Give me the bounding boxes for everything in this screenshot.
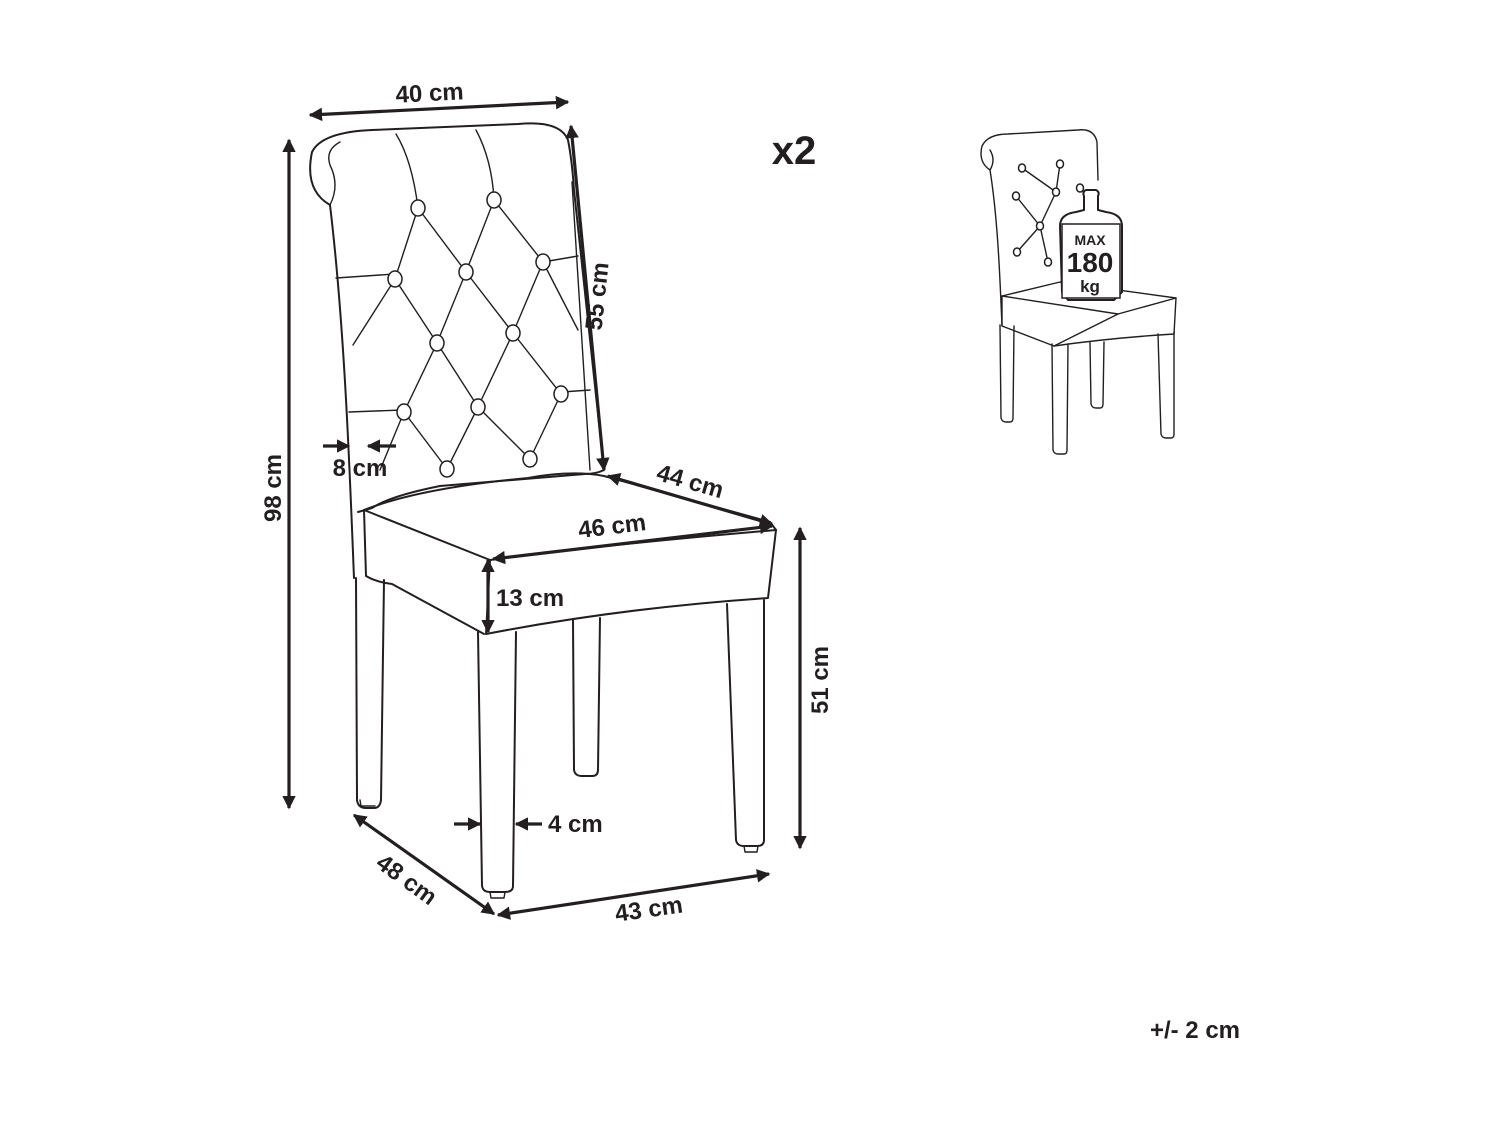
load-capacity-illustration: MAX 180 kg <box>980 129 1177 455</box>
back-left-leg <box>355 577 385 809</box>
seat-width-label: 46 cm <box>577 509 648 544</box>
base-depth-label: 48 cm <box>371 849 442 911</box>
small-chair <box>980 129 1177 455</box>
tufting-buttons <box>387 191 569 478</box>
base-depth-arrow <box>352 813 496 916</box>
back-height-label: 55 cm <box>581 261 615 332</box>
load-badge-max: MAX <box>1074 232 1106 248</box>
seat-width-arrow <box>491 520 774 565</box>
back-width-label: 40 cm <box>395 78 464 109</box>
seat-depth-label: 44 cm <box>654 459 727 504</box>
main-chair-illustration <box>309 122 777 899</box>
total-height-label: 98 cm <box>260 454 287 522</box>
weight-jug-icon <box>1059 189 1123 301</box>
back-right-leg <box>572 617 601 777</box>
back-thickness-label: 8 cm <box>333 455 388 482</box>
front-left-leg <box>477 631 517 899</box>
seat-depth-arrow <box>606 472 774 528</box>
seat-height-label: 51 cm <box>807 646 834 714</box>
quantity-label: x2 <box>772 129 817 173</box>
load-badge-unit: kg <box>1080 277 1100 296</box>
tolerance-note: +/- 2 cm <box>1150 1017 1240 1044</box>
back-height-arrow <box>565 124 610 472</box>
dimension-arrows <box>282 95 807 920</box>
seat-thickness-label: 13 cm <box>496 585 564 612</box>
leg-width-label: 4 cm <box>548 811 603 838</box>
dimension-labels: 40 cm 98 cm 55 cm 8 cm 44 cm 46 cm 13 cm… <box>260 78 834 927</box>
base-width-arrow <box>496 869 771 920</box>
back-width-arrow <box>308 95 570 122</box>
load-badge-value: 180 <box>1067 247 1114 278</box>
chair-back <box>309 122 605 579</box>
front-right-leg <box>726 599 765 853</box>
